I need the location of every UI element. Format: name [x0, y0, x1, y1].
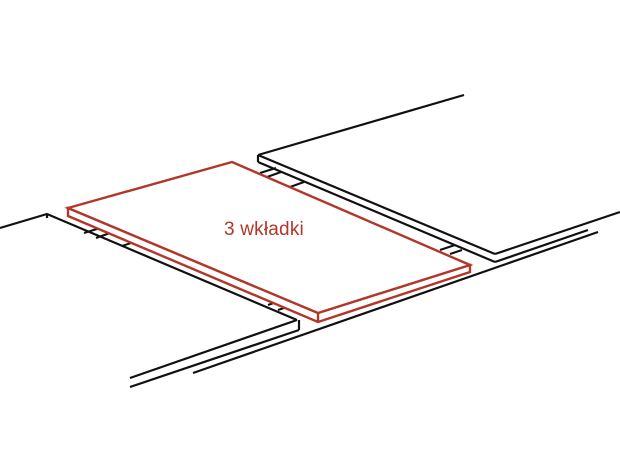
insert-leaf	[64, 160, 474, 324]
right-table-top	[192, 93, 620, 375]
insert-count-label: 3 wkładki	[224, 219, 304, 240]
left-table-top	[0, 212, 301, 389]
